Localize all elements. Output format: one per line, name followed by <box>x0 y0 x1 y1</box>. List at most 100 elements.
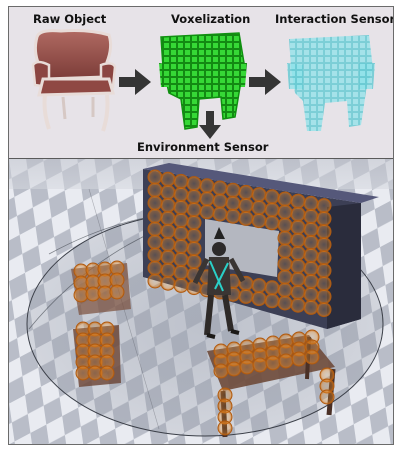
sensor-voxel <box>252 357 268 373</box>
sensor-voxel <box>277 217 293 233</box>
sensor-voxel <box>316 302 332 318</box>
sensor-voxel <box>264 280 280 296</box>
sensor-voxel <box>173 264 189 280</box>
sensor-voxel <box>251 278 267 294</box>
sensor-voxel <box>277 295 293 311</box>
sensor-voxel <box>173 186 189 202</box>
sensor-voxel <box>290 258 306 274</box>
sensor-voxel <box>316 276 332 292</box>
sensor-voxel <box>225 208 241 224</box>
sensor-voxel <box>316 198 332 214</box>
sensor-voxel <box>212 180 228 196</box>
arrow-right-icon <box>249 69 281 95</box>
sensor-voxel <box>277 282 293 298</box>
sensor-voxel <box>277 191 293 207</box>
character-figure <box>192 227 246 339</box>
sensor-voxel <box>316 211 332 227</box>
sensor-voxel <box>160 171 176 187</box>
sensor-voxel <box>290 206 306 222</box>
scene-graphic <box>9 159 393 444</box>
sensor-voxel <box>217 420 233 436</box>
sensor-voxel <box>264 202 280 218</box>
arrow-right-icon <box>119 69 151 95</box>
sensor-voxel <box>160 262 176 278</box>
sensor-voxel <box>186 202 202 218</box>
sensor-voxel <box>147 234 163 250</box>
sensor-voxel <box>264 293 280 309</box>
sensor-voxel <box>277 243 293 259</box>
figure-frame: Raw Object Voxelization Interaction Sens… <box>8 6 394 445</box>
interaction-sensor-label: Interaction Sensor <box>275 12 394 26</box>
sensor-voxel <box>290 245 306 261</box>
sensor-voxel <box>173 238 189 254</box>
sensor-voxel <box>199 204 215 220</box>
sensor-voxel <box>109 284 125 300</box>
sensor-voxel <box>303 221 319 237</box>
sensor-voxel <box>226 361 242 377</box>
sensor-voxel <box>225 195 241 211</box>
sensor-voxel <box>319 389 335 405</box>
sensor-voxel <box>160 184 176 200</box>
sensor-voxel <box>290 232 306 248</box>
sensor-voxel <box>173 199 189 215</box>
sensor-voxel <box>291 351 307 367</box>
sensor-voxel <box>147 169 163 185</box>
sensor-voxel <box>147 195 163 211</box>
sensor-voxel <box>277 256 293 272</box>
sensor-voxel <box>277 269 293 285</box>
sensor-voxel <box>290 284 306 300</box>
sensor-voxel <box>303 234 319 250</box>
sensor-voxel <box>316 237 332 253</box>
sensor-voxel <box>316 263 332 279</box>
sensor-voxel <box>251 291 267 307</box>
sensor-voxel <box>264 215 280 231</box>
sensor-voxel <box>160 210 176 226</box>
environment-sensor-label: Environment Sensor <box>137 140 269 154</box>
voxelization-label: Voxelization <box>171 12 251 26</box>
sensor-voxel <box>304 349 320 365</box>
sensor-voxel <box>316 289 332 305</box>
sensor-voxel <box>290 271 306 287</box>
arrow-down-icon <box>199 111 221 139</box>
sensor-voxel <box>251 213 267 229</box>
sensor-voxel <box>199 178 215 194</box>
pipeline-panel: Raw Object Voxelization Interaction Sens… <box>9 7 393 159</box>
sensor-voxel <box>303 195 319 211</box>
sensor-voxel <box>303 208 319 224</box>
sensor-voxel <box>147 208 163 224</box>
sensor-voxel <box>316 224 332 240</box>
sensor-voxel <box>264 189 280 205</box>
interaction-sensor-chair <box>287 35 375 131</box>
raw-chair-image <box>31 29 117 132</box>
voxelized-chair <box>159 32 247 130</box>
sensor-voxel <box>160 197 176 213</box>
sensor-voxel <box>173 212 189 228</box>
environment-scene <box>9 159 393 444</box>
sensor-voxel <box>277 204 293 220</box>
sensor-voxel <box>199 191 215 207</box>
raw-object-label: Raw Object <box>33 12 107 26</box>
sensor-voxel <box>238 288 254 304</box>
sensor-voxel <box>277 230 293 246</box>
sensor-voxel <box>290 297 306 313</box>
sensor-voxel <box>147 221 163 237</box>
sensor-voxel <box>239 359 255 375</box>
sensor-voxel <box>303 273 319 289</box>
sensor-voxel <box>213 363 229 379</box>
sensor-voxel <box>147 273 163 289</box>
sensor-voxel <box>251 187 267 203</box>
sensor-voxel <box>160 223 176 239</box>
pipeline-graphic <box>31 29 375 139</box>
sensor-voxel <box>186 215 202 231</box>
sensor-voxel <box>303 247 319 263</box>
sensor-voxel <box>212 206 228 222</box>
sensor-voxel <box>99 365 115 381</box>
sensor-voxel <box>160 275 176 291</box>
sensor-voxel <box>303 299 319 315</box>
sensor-voxel <box>173 251 189 267</box>
sensor-voxel <box>160 236 176 252</box>
sensor-voxel <box>238 210 254 226</box>
sensor-voxel <box>186 241 202 257</box>
sensor-voxel <box>225 182 241 198</box>
sensor-voxel <box>303 286 319 302</box>
